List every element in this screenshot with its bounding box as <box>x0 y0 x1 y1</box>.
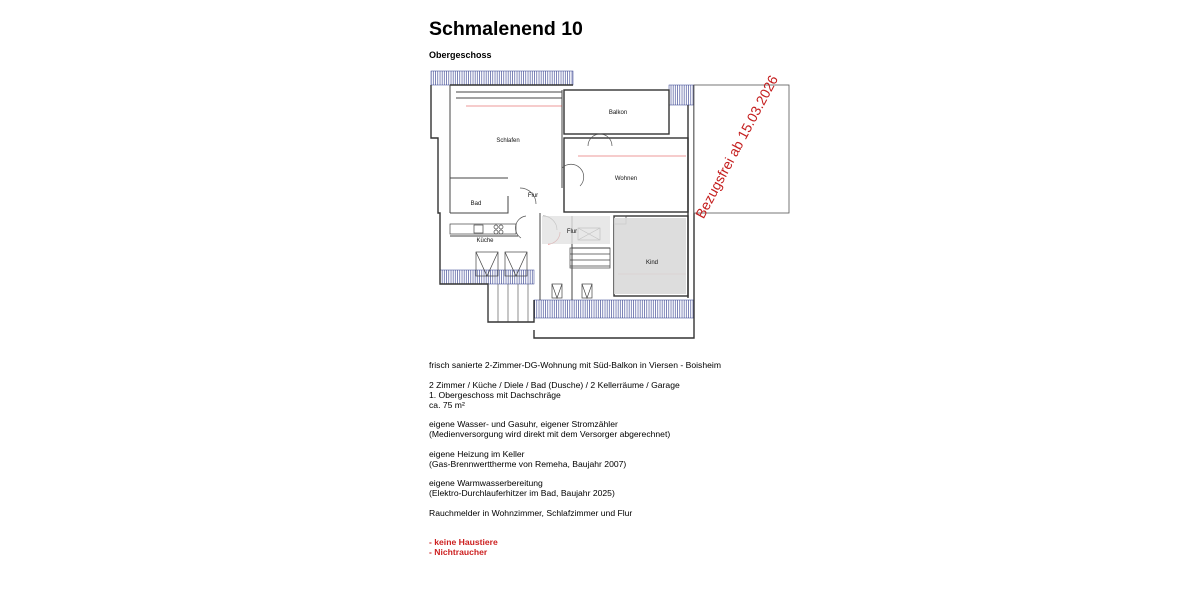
description-line-1: frisch sanierte 2-Zimmer-DG-Wohnung mit … <box>429 360 721 370</box>
roof-hatch-bottom <box>533 299 695 319</box>
room-label-schlafen: Schlafen <box>496 138 519 144</box>
description-line-6: (Medienversorgung wird direkt mit dem Ve… <box>429 429 671 439</box>
page-title: Schmalenend 10 <box>429 18 583 40</box>
roof-hatch-kitchen <box>439 269 535 285</box>
floor-label: Obergeschoss <box>429 50 492 60</box>
roof-hatch-balcony <box>668 84 695 106</box>
room-label-flur-upper: Flur <box>528 193 538 199</box>
stamp-box <box>693 84 790 214</box>
room-label-flur-lower: Flur <box>567 229 577 235</box>
description-line-8: (Gas-Brennwerttherme von Remeha, Baujahr… <box>429 459 627 469</box>
description-line-7: eigene Heizung im Keller <box>429 449 525 459</box>
room-label-kueche: Küche <box>476 238 494 244</box>
room-label-wohnen: Wohnen <box>615 176 637 182</box>
description-line-11: Rauchmelder in Wohnzimmer, Schlafzimmer … <box>429 508 633 518</box>
flur-shading <box>542 216 610 244</box>
room-label-balkon: Balkon <box>609 110 627 116</box>
description-line-3: 1. Obergeschoss mit Dachschräge <box>429 390 561 400</box>
kind-shading <box>614 218 686 294</box>
floor-plan: Balkon Schlafen Wohnen Flur Bad Küche Fl… <box>430 70 790 339</box>
description-line-4: ca. 75 m² <box>429 400 465 410</box>
description-line-10: (Elektro-Durchlauferhitzer im Bad, Bauja… <box>429 488 615 498</box>
room-label-kind: Kind <box>646 260 658 266</box>
description-line-5: eigene Wasser- und Gasuhr, eigener Strom… <box>429 419 618 429</box>
roof-hatch-top <box>430 70 574 86</box>
warning-no-pets: - keine Haustiere <box>429 537 498 547</box>
description-line-2: 2 Zimmer / Küche / Diele / Bad (Dusche) … <box>429 380 680 390</box>
warning-non-smokers: - Nichtraucher <box>429 547 488 557</box>
description-line-9: eigene Warmwasserbereitung <box>429 478 543 488</box>
room-label-bad: Bad <box>471 201 482 207</box>
